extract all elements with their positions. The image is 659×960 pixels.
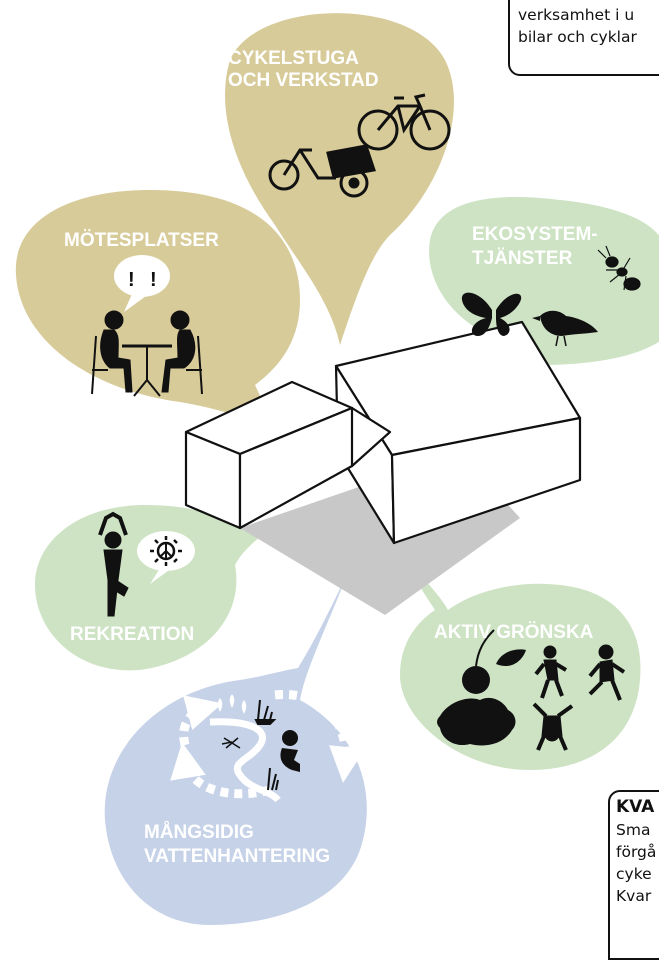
- aktiv-gronska-label: AKTIV GRÖNSKA: [434, 622, 594, 643]
- motesplatser-label: MÖTESPLATSER: [64, 230, 219, 251]
- dragonfly-icon: [221, 737, 241, 749]
- crouching-child-icon: [280, 730, 300, 772]
- two-people-table-icon: [91, 310, 203, 397]
- bubble-rekreation: [35, 505, 260, 671]
- exclamation-1: !: [128, 269, 135, 291]
- text-bottom-line-2: förgå: [616, 843, 657, 861]
- text-box-top: verksamhet i u bilar och cyklar: [508, 0, 659, 76]
- text-bottom-line-1: Sma: [616, 821, 651, 839]
- text-box-bottom: KVA Sma förgå cyke Kvar: [608, 790, 659, 960]
- ekosystem-label-1: EKOSYSTEM-: [472, 224, 598, 245]
- cykelstuga-label-2: OCH VERKSTAD: [228, 70, 379, 91]
- reeds-icon: [254, 699, 279, 791]
- text-bottom-line-4: Kvar: [616, 887, 652, 905]
- water-cycle-arrows-icon: [170, 689, 365, 799]
- text-bottom-heading: KVA: [616, 797, 655, 817]
- raindrops-icon: [217, 694, 247, 714]
- yoga-figure-icon: [98, 511, 129, 617]
- speech-bubble-icon: ! !: [114, 255, 170, 312]
- cherries-icon: [462, 629, 495, 694]
- vatten-label-2: VATTENHANTERING: [144, 846, 330, 867]
- peace-sun-icon: [137, 531, 195, 584]
- ant-icon: [597, 245, 641, 291]
- cargo-bike-icon: [268, 144, 376, 198]
- text-top-line-2: bilar och cyklar: [518, 28, 637, 46]
- bubble-motesplatser: [15, 190, 301, 432]
- leaf-icon: [496, 649, 526, 667]
- running-child-icon: [534, 644, 626, 701]
- stream-path: [209, 718, 281, 803]
- bird-icon: [532, 310, 598, 347]
- butterfly-icon: [461, 292, 522, 336]
- cykelstuga-label-1: CYKELSTUGA: [228, 48, 359, 69]
- ekosystem-label-2: TJÄNSTER: [472, 248, 573, 269]
- rekreation-label: REKREATION: [70, 624, 194, 645]
- bicycle-icon: [357, 93, 451, 151]
- text-bottom-line-3: cyke: [616, 865, 652, 883]
- vatten-label-1: MÅNGSIDIG: [144, 822, 254, 843]
- bubble-vatten: [104, 572, 367, 925]
- cartwheel-child-icon: [532, 702, 574, 751]
- text-top-line-1: verksamhet i u: [518, 6, 635, 24]
- exclamation-2: !: [150, 269, 157, 291]
- bubble-cykelstuga: [225, 13, 454, 346]
- oak-leaf-icon: [437, 697, 516, 746]
- building-short: [184, 380, 392, 530]
